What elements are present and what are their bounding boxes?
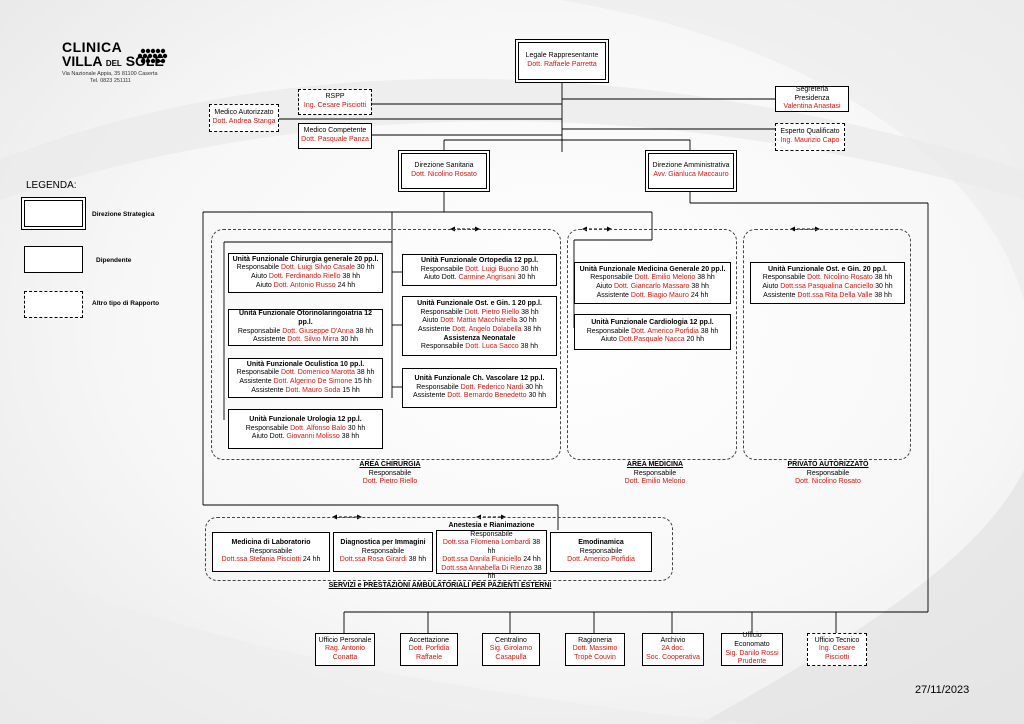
- logo-dots: [137, 48, 168, 64]
- legend-swatch-other: [24, 291, 83, 318]
- area-chirurgia: [211, 229, 561, 460]
- legend-title: LEGENDA:: [26, 180, 77, 191]
- medico-competente-box: Medico Competente Dott. Pasquale Panza: [298, 123, 372, 149]
- office-accettazione: Accettazione Dott. Porfidia Raffaele: [400, 633, 458, 666]
- unit-chirurgia-vascolare: Unità Funzionale Ch. Vascolare 12 pp.l. …: [402, 368, 557, 408]
- legale-rappresentante-box: Legale Rappresentante Dott. Raffaele Par…: [518, 42, 606, 80]
- direzione-sanitaria-box: Direzione Sanitaria Dott. Nicolino Rosat…: [401, 153, 487, 189]
- area-chirurgia-label: AREA CHIRURGIA Responsabile Dott. Pietro…: [359, 461, 421, 486]
- service-anestesia: Anestesia e Rianimazione Responsabile Do…: [436, 522, 547, 580]
- office-archivio: Archivio 2A doc. Soc. Cooperativa: [642, 633, 704, 666]
- clinic-logo: CLINICA VILLA DEL SOLE Via Nazionale App…: [62, 39, 164, 84]
- direzione-amministrativa-box: Direzione Amministrativa Avv. Gianluca M…: [648, 153, 734, 189]
- unit-ortopedia: Unità Funzionale Ortopedia 12 pp.l. Resp…: [402, 254, 557, 286]
- legend-label-strategic: Direzione Strategica: [92, 211, 155, 218]
- unit-urologia: Unità Funzionale Urologia 12 pp.l. Respo…: [228, 409, 383, 449]
- legend-swatch-employee: [24, 246, 83, 273]
- unit-cardiologia: Unità Funzionale Cardiologia 12 pp.l. Re…: [574, 314, 731, 350]
- area-privato-label: PRIVATO AUTORIZZATO Responsabile Dott. N…: [787, 461, 869, 486]
- area-servizi-label: SERVIZI e PRESTAZIONI AMBULATORIALI PER …: [328, 582, 552, 589]
- clinic-phone: Tel. 0823 251111: [90, 77, 131, 84]
- service-emodinamica: Emodinamica Responsabile Dott. Americo P…: [550, 532, 652, 572]
- unit-ostetricia-ginecologia-privato: Unità Funzionale Ost. e Gin. 20 pp.l. Re…: [750, 262, 905, 304]
- office-economato: Ufficio Economato Sig. Danilo Rossi Prud…: [721, 632, 783, 666]
- unit-ostetricia-ginecologia-1: Unità Funzionale Ost. e Gin. 1 20 pp.l. …: [402, 296, 557, 356]
- office-ragioneria: Ragioneria Dott. Massimo Tropè Couvin: [565, 633, 625, 666]
- document-date: 27/11/2023: [915, 684, 970, 696]
- clinic-address: Via Nazionale Appia, 35 81100 Caserta: [62, 71, 158, 77]
- service-diagnostica-immagini: Diagnostica per Immagini Responsabile Do…: [333, 532, 433, 572]
- legend-label-employee: Dipendente: [96, 257, 132, 264]
- area-privato: [743, 229, 911, 460]
- office-personale: Ufficio Personale Rag. Antonio Conatta: [315, 633, 375, 666]
- unit-chirurgia-generale: Unità Funzionale Chirurgia generale 20 p…: [228, 253, 383, 293]
- service-laboratorio: Medicina di Laboratorio Responsabile Dot…: [212, 532, 330, 572]
- area-medicina-label: AREA MEDICINA Responsabile Dott. Emilio …: [624, 461, 686, 486]
- area-medicina: [567, 229, 737, 460]
- esperto-qualificato-box: Esperto Qualificato Ing. Maurizio Capo: [775, 123, 845, 151]
- medico-autorizzato-box: Medico Autorizzato Dott. Andrea Stanga: [209, 104, 279, 132]
- legend-swatch-strategic: [24, 200, 83, 227]
- area-servizi: [205, 517, 673, 581]
- unit-oculistica: Unità Funzionale Oculistica 10 pp.l. Res…: [228, 358, 383, 398]
- segreteria-presidenza-box: Segreteria Presidenza Valentina Anastasi: [775, 86, 849, 112]
- rspp-box: RSPP Ing. Cesare Pisciotti: [298, 89, 372, 115]
- unit-otorinolaringoiatria: Unità Funzionale Otorinolaringoiatria 12…: [228, 309, 383, 346]
- unit-medicina-generale: Unità Funzionale Medicina Generale 20 pp…: [574, 262, 731, 304]
- office-centralino: Centralino Sig. Girolamo Casapulla: [482, 633, 540, 666]
- office-tecnico: Ufficio Tecnico Ing. Cesare Pisciotti: [807, 633, 867, 666]
- legend-label-other: Altro tipo di Rapporto: [92, 300, 160, 307]
